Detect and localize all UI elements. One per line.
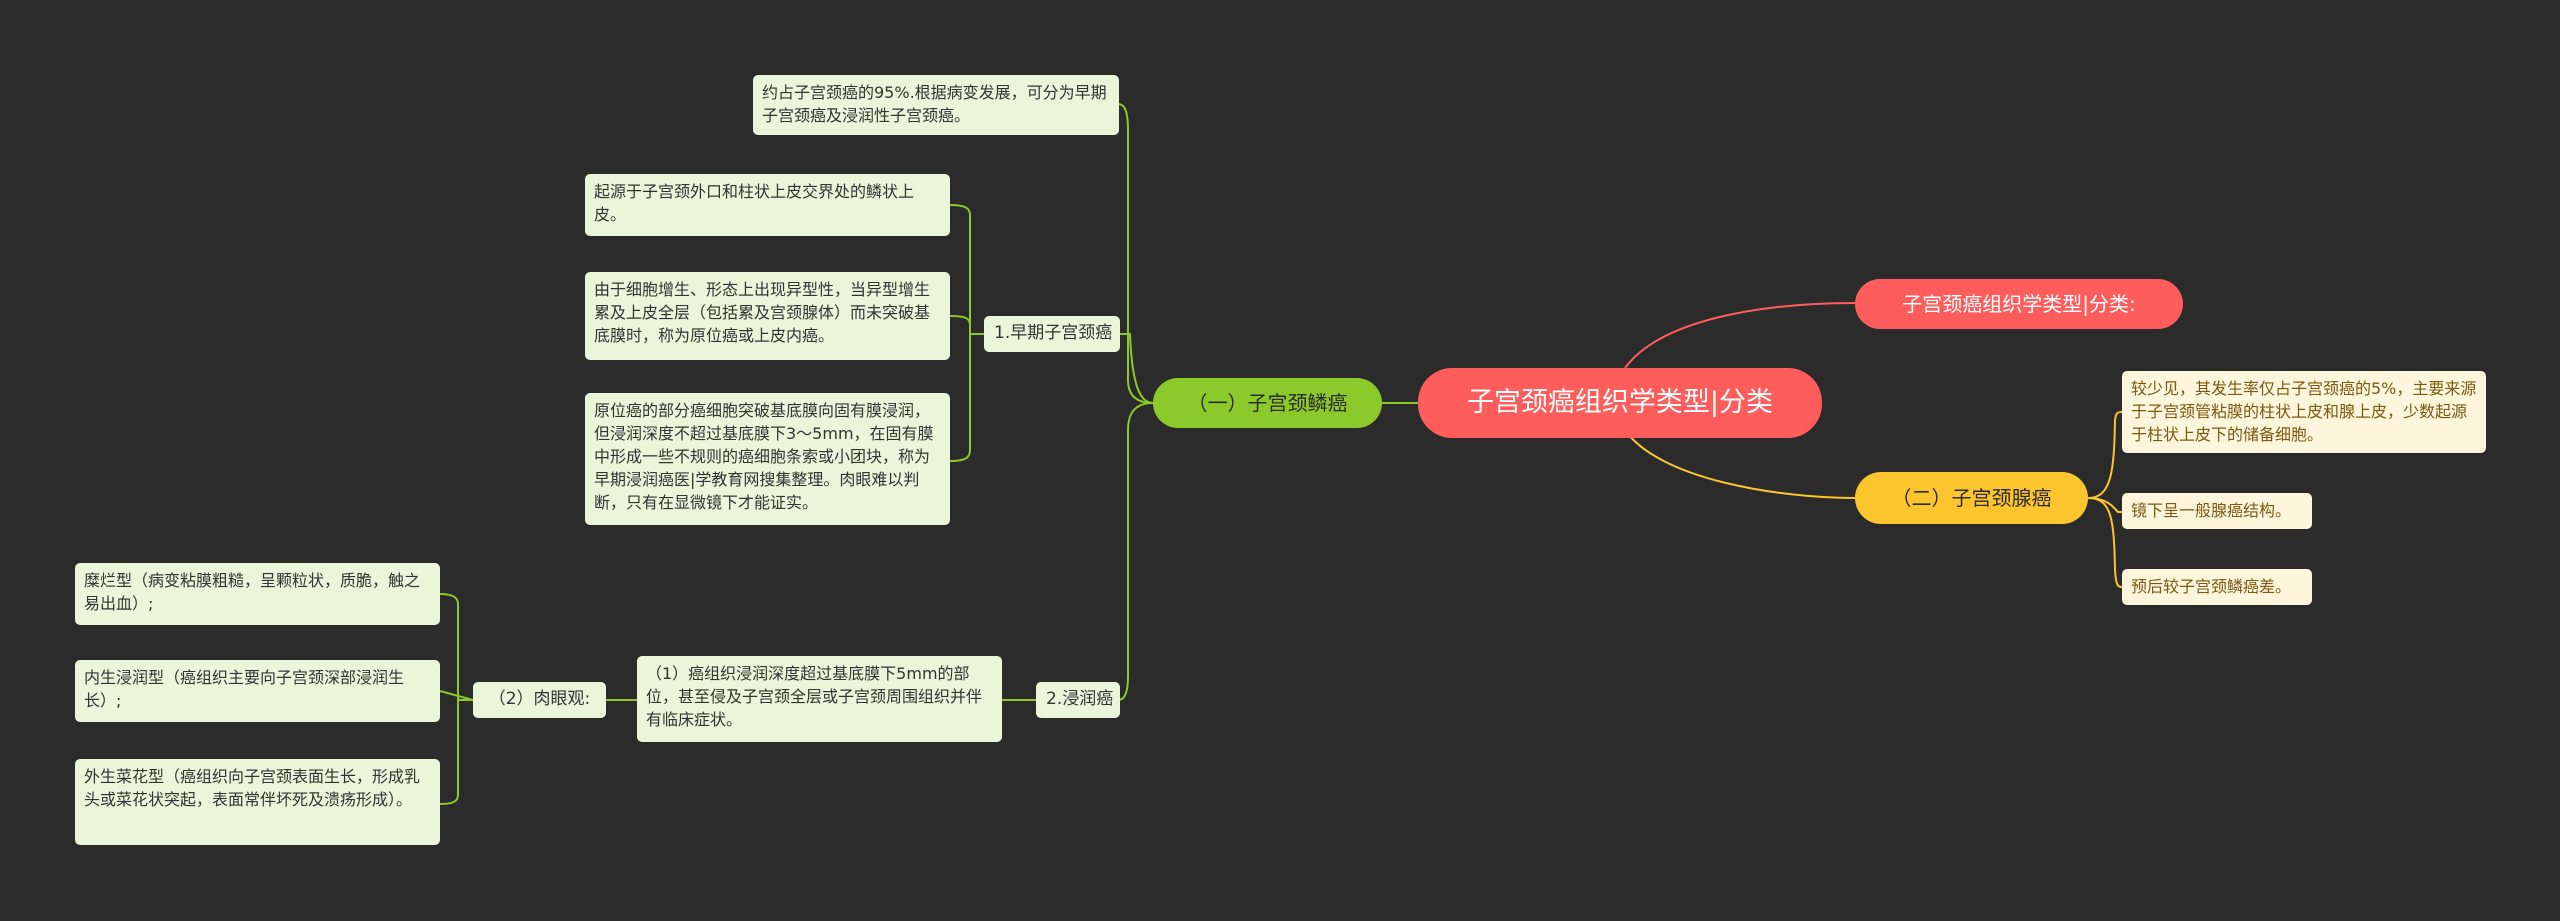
branch-classification[interactable]: 子宫颈癌组织学类型|分类:: [1855, 279, 2183, 329]
squamous-intro[interactable]: 约占子宫颈癌的95%.根据病变发展，可分为早期子宫颈癌及浸润性子宫颈癌。: [753, 75, 1119, 135]
branch-squamous[interactable]: （一）子宫颈鳞癌: [1153, 378, 1382, 428]
edge-adeno-item3: [2087, 497, 2123, 588]
gross-item-2[interactable]: 内生浸润型（癌组织主要向子宫颈深部浸润生长）;: [75, 660, 440, 722]
edge-early-item2: [949, 315, 984, 335]
early-item-2[interactable]: 由于细胞增生、形态上出现异型性，当异型增生累及上皮全层（包括累及宫颈腺体）而未突…: [585, 272, 950, 360]
edge-adeno-item1: [2087, 411, 2123, 499]
adeno-item-2[interactable]: 镜下呈一般腺癌结构。: [2122, 493, 2312, 529]
edge-gross-item3: [439, 699, 473, 805]
gross-observation[interactable]: （2）肉眼观:: [473, 682, 606, 718]
gross-item-3[interactable]: 外生菜花型（癌组织向子宫颈表面生长，形成乳头或菜花状突起，表面常伴坏死及溃疡形成…: [75, 759, 440, 845]
early-cervical-cancer[interactable]: 1.早期子宫颈癌: [984, 316, 1120, 352]
edge-root-adeno: [1624, 429, 1856, 499]
edge-early-item3: [949, 333, 984, 462]
adeno-item-3[interactable]: 预后较子宫颈鳞癌差。: [2122, 569, 2312, 605]
invasive-detail[interactable]: （1）癌组织浸润深度超过基底膜下5mm的部位，甚至侵及子宫颈全层或子宫颈周围组织…: [637, 656, 1002, 742]
invasive-cancer[interactable]: 2.浸润癌: [1036, 682, 1120, 718]
root-topic[interactable]: 子宫颈癌组织学类型|分类: [1418, 368, 1822, 438]
edge-root-classification: [1624, 302, 1856, 369]
edge-squamous-early: [1120, 333, 1154, 404]
early-item-3[interactable]: 原位癌的部分癌细胞突破基底膜向固有膜浸润，但浸润深度不超过基底膜下3～5mm，在…: [585, 393, 950, 525]
branch-adenocarcinoma[interactable]: （二）子宫颈腺癌: [1855, 472, 2088, 524]
gross-item-1[interactable]: 糜烂型（病变粘膜粗糙，呈颗粒状，质脆，触之易出血）;: [75, 563, 440, 625]
early-item-1[interactable]: 起源于子宫颈外口和柱状上皮交界处的鳞状上皮。: [585, 174, 950, 236]
edge-squamous-intro: [1117, 103, 1154, 404]
edge-squamous-invasive: [1117, 402, 1154, 701]
adeno-item-1[interactable]: 较少见，其发生率仅占子宫颈癌的5%，主要来源于子宫颈管粘膜的柱状上皮和腺上皮，少…: [2122, 371, 2486, 453]
edge-early-item1: [949, 204, 984, 335]
edge-gross-item1: [439, 593, 473, 701]
edge-gross-item2: [439, 690, 474, 701]
